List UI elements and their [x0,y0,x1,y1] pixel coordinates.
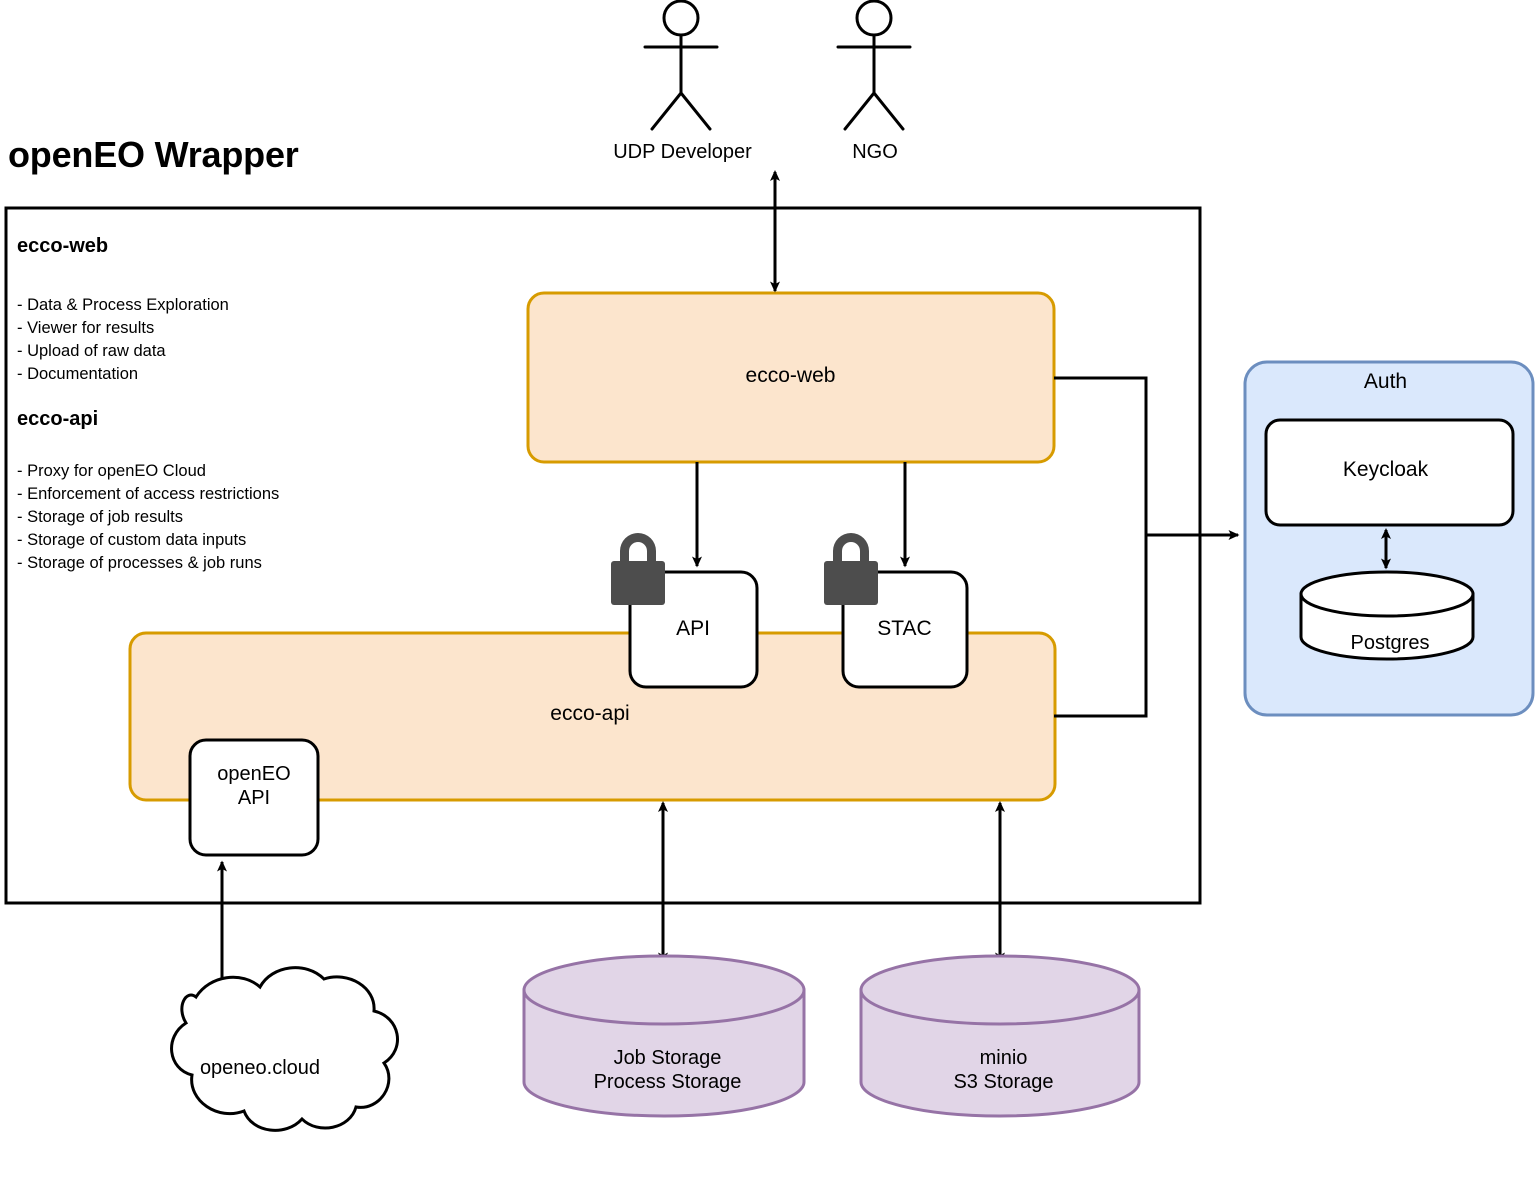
openeo-api-box[interactable] [188,738,320,857]
postgres-cylinder[interactable] [1299,570,1475,661]
minio-storage-cylinder[interactable] [859,954,1141,1118]
lock-icon [611,533,665,605]
actor-leg-right [679,91,712,131]
actor-leg-right [872,91,905,131]
actor-leg-left [650,91,683,131]
connector-bracket-to-auth [1054,376,1148,718]
openeo-cloud-shape[interactable] [170,966,399,1132]
keycloak-box[interactable] [1264,418,1515,527]
job-storage-cylinder[interactable] [522,954,806,1118]
lock-icon [824,533,878,605]
actor-ngo [836,0,912,131]
sidebar-heading-ecco-api: ecco-api [17,408,99,430]
ecco-web-box[interactable] [526,291,1056,464]
actor-head-icon [855,0,893,37]
auth-panel[interactable] [1243,360,1535,717]
sidebar-heading-ecco-web: ecco-web [17,235,109,257]
actor-head-icon [662,0,700,37]
actor-udp-developer [643,0,719,131]
actor-leg-left [843,91,876,131]
